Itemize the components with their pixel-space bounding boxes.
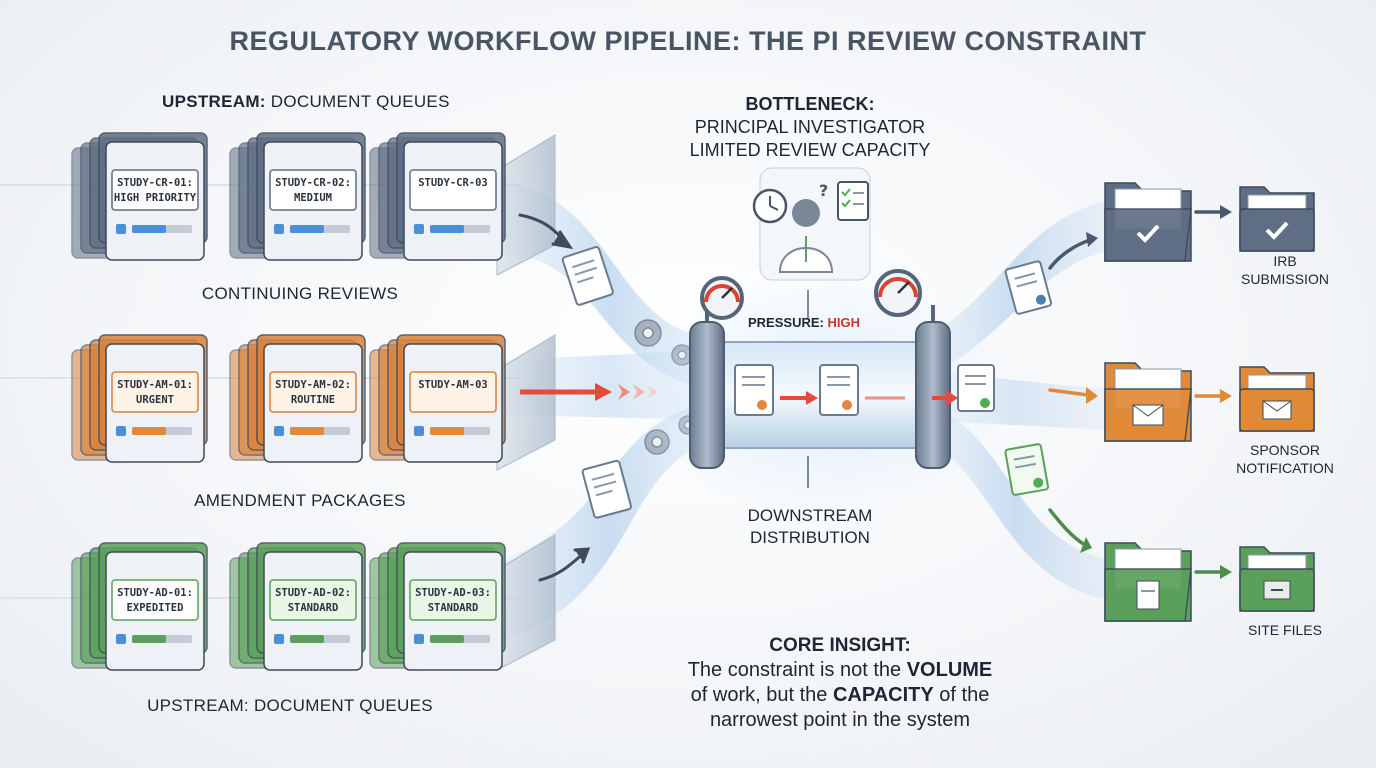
svg-text:?: ? — [819, 181, 828, 200]
card-status-icon — [414, 224, 424, 234]
card-label-line-1: STUDY-AM-02: — [275, 379, 351, 391]
card-status-icon — [116, 634, 126, 644]
card-label-line-2: STANDARD — [428, 602, 479, 614]
card-status-icon — [274, 634, 284, 644]
downstream-documents — [957, 260, 1053, 496]
queue-card: STUDY-AD-02: STANDARD — [229, 542, 366, 671]
card-label-line-1: STUDY-AM-03 — [418, 379, 488, 391]
card-label-line-1: STUDY-AM-01: — [117, 379, 193, 391]
destination-label-site-files: SITE FILES — [1248, 622, 1322, 638]
card-status-icon — [414, 634, 424, 644]
core-insight-heading: CORE INSIGHT: — [769, 635, 911, 656]
core-insight-line-3: narrowest point in the system — [709, 709, 971, 731]
core-insight-line-1: The constraint is not the VOLUME — [687, 659, 993, 681]
queue-label-amendment-packages: AMENDMENT PACKAGES — [194, 491, 406, 510]
queue-card: STUDY-AD-01: EXPEDITED — [71, 542, 208, 671]
card-label-line-2: EXPEDITED — [127, 602, 184, 614]
destination-icon-3 — [1239, 546, 1315, 612]
principal-investigator-icon: ? — [752, 167, 871, 281]
card-label-line-1: STUDY-CR-02: — [275, 177, 351, 189]
card-label-line-1: STUDY-AD-03: — [415, 587, 491, 599]
flowing-documents — [561, 246, 632, 519]
upstream-bottom-label: UPSTREAM: DOCUMENT QUEUES — [147, 696, 433, 715]
destination-folders — [1104, 182, 1315, 622]
queue-card: STUDY-CR-02: MEDIUM — [229, 132, 366, 261]
card-label-line-1: STUDY-CR-01: — [117, 177, 193, 189]
pressure-value: HIGH — [827, 315, 860, 330]
bottleneck-label: BOTTLENECK: PRINCIPAL INVESTIGATOR LIMIT… — [610, 93, 1010, 162]
destination-folder — [1104, 542, 1192, 622]
card-status-icon — [414, 426, 424, 436]
destination-icon-1 — [1239, 186, 1315, 252]
queue-card: STUDY-CR-01: HIGH PRIORITY — [71, 132, 208, 261]
queue-card: STUDY-AM-02: ROUTINE — [229, 334, 366, 463]
card-label-line-2: MEDIUM — [294, 192, 332, 204]
destination-icon-2 — [1239, 366, 1315, 432]
card-status-icon — [116, 426, 126, 436]
card-label-line-1: STUDY-CR-03 — [418, 177, 488, 189]
downstream-arrows — [1048, 205, 1232, 579]
upstream-top-label: UPSTREAM: DOCUMENT QUEUES — [162, 92, 450, 111]
page-title: REGULATORY WORKFLOW PIPELINE: THE PI REV… — [229, 26, 1147, 56]
card-status-icon — [274, 426, 284, 436]
queue-card: STUDY-CR-03 — [369, 132, 506, 261]
card-label-line-1: STUDY-AD-02: — [275, 587, 351, 599]
card-label-line-2: ROUTINE — [291, 394, 335, 406]
bottleneck-pipe — [620, 269, 1020, 515]
core-insight: CORE INSIGHT: The constraint is not the … — [640, 633, 1040, 733]
queue-label-continuing-reviews: CONTINUING REVIEWS — [201, 284, 399, 303]
card-status-icon — [116, 224, 126, 234]
card-label-line-2: STANDARD — [288, 602, 339, 614]
core-insight-line-2: of work, but the CAPACITY of the — [690, 684, 990, 706]
queue-card: STUDY-AM-01: URGENT — [71, 334, 208, 463]
card-status-icon — [274, 224, 284, 234]
destination-folder — [1104, 182, 1192, 262]
queue-cards: STUDY-CR-01: HIGH PRIORITY STUDY-CR-02: MED… — [71, 132, 506, 671]
card-label-line-1: STUDY-AD-01: — [117, 587, 193, 599]
destination-folder — [1104, 362, 1192, 442]
card-label-line-2: HIGH PRIORITY — [114, 192, 197, 204]
queue-card: STUDY-AM-03 — [369, 334, 506, 463]
downstream-label: DOWNSTREAM DISTRIBUTION — [747, 506, 873, 547]
bottleneck-heading: BOTTLENECK: — [745, 94, 875, 114]
upstream-arrows — [518, 213, 591, 582]
card-label-line-2: URGENT — [136, 394, 174, 406]
pressure-indicator: PRESSURE: HIGH — [748, 315, 860, 330]
bottleneck-line-1: PRINCIPAL INVESTIGATOR — [694, 117, 926, 137]
bottleneck-line-2: LIMITED REVIEW CAPACITY — [689, 140, 931, 160]
queue-card: STUDY-AD-03: STANDARD — [369, 542, 506, 671]
